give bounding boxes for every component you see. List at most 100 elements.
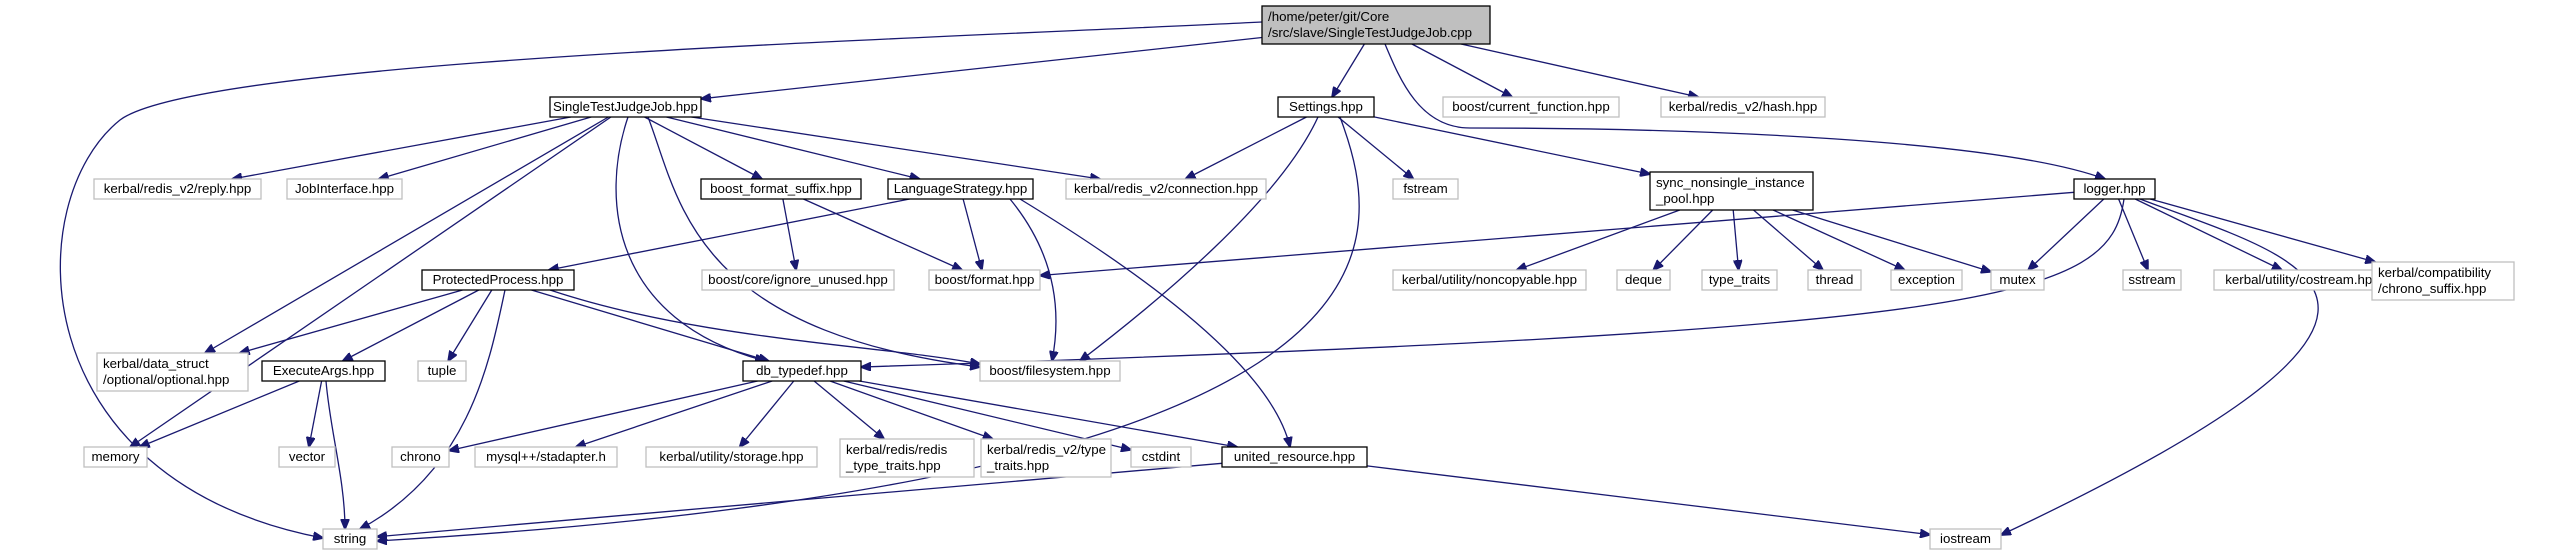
node-box-mysql bbox=[474, 446, 618, 468]
node-label-mutex: mutex bbox=[1999, 272, 2036, 287]
edge-sync-to-exception bbox=[1772, 209, 1905, 270]
node-lang[interactable]: LanguageStrategy.hpp bbox=[887, 178, 1034, 200]
node-exception: exception bbox=[1890, 269, 1963, 291]
node-logger[interactable]: logger.hpp bbox=[2073, 178, 2156, 200]
node-dbtype[interactable]: db_typedef.hpp bbox=[742, 360, 862, 382]
node-label-hash: kerbal/redis_v2/hash.hpp bbox=[1669, 99, 1818, 114]
edge-dbtype-to-storage bbox=[740, 380, 795, 447]
node-label-optional: kerbal/data_struct bbox=[103, 356, 209, 371]
node-bfs[interactable]: boost_format_suffix.hpp bbox=[700, 178, 862, 200]
edge-lang-to-united bbox=[1019, 198, 1290, 447]
node-box-string bbox=[322, 528, 378, 550]
node-label-dbtype: db_typedef.hpp bbox=[756, 363, 848, 378]
node-label-redistt: kerbal/redis/redis bbox=[846, 442, 948, 457]
edge-dbtype-to-mysql bbox=[576, 380, 773, 447]
node-box-jobif bbox=[286, 178, 403, 200]
node-box-united bbox=[1221, 446, 1368, 468]
edge-bfs-to-ignore bbox=[782, 198, 796, 270]
node-box-settings bbox=[1277, 96, 1375, 118]
node-box-chrono bbox=[391, 446, 450, 468]
node-label-pp: ProtectedProcess.hpp bbox=[433, 272, 564, 287]
edge-dbtype-to-united bbox=[859, 380, 1237, 447]
node-box-sstream bbox=[2122, 269, 2182, 291]
node-label-bformat: boost/format.hpp bbox=[935, 272, 1035, 287]
node-label-redistt: _type_traits.hpp bbox=[845, 458, 941, 473]
edge-sync-to-thread bbox=[1753, 209, 1823, 270]
edge-stjj-to-optional bbox=[205, 116, 609, 353]
node-jobif: JobInterface.hpp bbox=[286, 178, 403, 200]
node-cstdint: cstdint bbox=[1130, 446, 1192, 468]
edge-logger-to-costream bbox=[2134, 198, 2282, 270]
node-label-curfunc: boost/current_function.hpp bbox=[1452, 99, 1609, 114]
node-box-tuple bbox=[417, 360, 467, 382]
node-sync[interactable]: sync_nonsingle_instance_pool.hpp bbox=[1649, 171, 1814, 211]
edge-exargs-to-memory bbox=[140, 380, 300, 447]
node-hash: kerbal/redis_v2/hash.hpp bbox=[1660, 96, 1826, 118]
node-string: string bbox=[322, 528, 378, 550]
edge-bfs-to-bformat bbox=[803, 198, 962, 270]
node-label-lang: LanguageStrategy.hpp bbox=[894, 181, 1028, 196]
node-box-memory bbox=[83, 446, 148, 468]
node-box-iostream bbox=[1929, 528, 2002, 550]
edge-logger-to-dbtype bbox=[861, 198, 2125, 367]
edge-stjj-to-reply bbox=[232, 116, 572, 179]
node-label-typetraits: type_traits bbox=[1709, 272, 1771, 287]
node-stjj[interactable]: SingleTestJudgeJob.hpp bbox=[549, 96, 702, 118]
edge-settings-to-string bbox=[377, 116, 1360, 541]
node-united[interactable]: united_resource.hpp bbox=[1221, 446, 1368, 468]
edge-root-to-stjj bbox=[701, 36, 1263, 99]
node-label-iostream: iostream bbox=[1940, 531, 1991, 546]
edge-stjj-to-bfs bbox=[644, 116, 763, 179]
edge-dbtype-to-redistt bbox=[813, 380, 884, 439]
edge-pp-to-dbtype bbox=[531, 289, 768, 361]
node-root[interactable]: /home/peter/git/Core/src/slave/SingleTes… bbox=[1261, 5, 1491, 45]
node-settings[interactable]: Settings.hpp bbox=[1277, 96, 1375, 118]
node-label-redisv2tt: _traits.hpp bbox=[986, 458, 1049, 473]
node-iostream: iostream bbox=[1929, 528, 2002, 550]
node-label-deque: deque bbox=[1625, 272, 1662, 287]
node-exargs[interactable]: ExecuteArgs.hpp bbox=[261, 360, 386, 382]
node-bfsys: boost/filesystem.hpp bbox=[979, 360, 1121, 382]
node-tuple: tuple bbox=[417, 360, 467, 382]
node-deque: deque bbox=[1616, 269, 1671, 291]
node-label-fstream: fstream bbox=[1403, 181, 1447, 196]
edge-stjj-to-memory bbox=[130, 116, 612, 447]
node-label-bfs: boost_format_suffix.hpp bbox=[710, 181, 852, 196]
edge-exargs-to-string bbox=[325, 380, 345, 529]
edge-dbtype-to-chrono bbox=[449, 380, 758, 451]
node-curfunc: boost/current_function.hpp bbox=[1442, 96, 1620, 118]
node-memory: memory bbox=[83, 446, 148, 468]
edge-united-to-iostream bbox=[1366, 465, 1930, 535]
node-label-sstream: sstream bbox=[2128, 272, 2175, 287]
node-label-sync: sync_nonsingle_instance bbox=[1656, 175, 1805, 190]
node-label-storage: kerbal/utility/storage.hpp bbox=[659, 449, 803, 464]
node-label-exception: exception bbox=[1898, 272, 1955, 287]
file-nodes: /home/peter/git/Core/src/slave/SingleTes… bbox=[83, 5, 2515, 550]
edge-lang-to-pp bbox=[549, 198, 910, 270]
node-label-conn: kerbal/redis_v2/connection.hpp bbox=[1074, 181, 1258, 196]
edge-pp-to-tuple bbox=[448, 289, 493, 361]
edge-lang-to-bformat bbox=[962, 198, 982, 270]
edge-pp-to-exargs bbox=[343, 289, 480, 361]
node-pp[interactable]: ProtectedProcess.hpp bbox=[421, 269, 575, 291]
node-conn: kerbal/redis_v2/connection.hpp bbox=[1065, 178, 1267, 200]
node-noncopy: kerbal/utility/noncopyable.hpp bbox=[1392, 269, 1587, 291]
node-box-vector bbox=[278, 446, 336, 468]
node-box-dbtype bbox=[742, 360, 862, 382]
node-label-jobif: JobInterface.hpp bbox=[295, 181, 394, 196]
node-box-redisv2tt bbox=[980, 438, 1112, 478]
node-mutex: mutex bbox=[1990, 269, 2045, 291]
edge-pp-to-bfsys bbox=[549, 289, 980, 364]
node-box-bfs bbox=[700, 178, 862, 200]
node-label-ignore: boost/core/ignore_unused.hpp bbox=[708, 272, 888, 287]
node-thread: thread bbox=[1807, 269, 1862, 291]
edge-stjj-to-jobif bbox=[379, 116, 592, 179]
node-box-curfunc bbox=[1442, 96, 1620, 118]
node-bformat: boost/format.hpp bbox=[928, 269, 1041, 291]
node-box-logger bbox=[2073, 178, 2156, 200]
edge-root-to-logger bbox=[1384, 43, 2105, 179]
node-reply: kerbal/redis_v2/reply.hpp bbox=[93, 178, 262, 200]
edge-root-to-settings bbox=[1332, 43, 1365, 97]
node-chronosuf: kerbal/compatibility/chrono_suffix.hpp bbox=[2371, 261, 2515, 301]
